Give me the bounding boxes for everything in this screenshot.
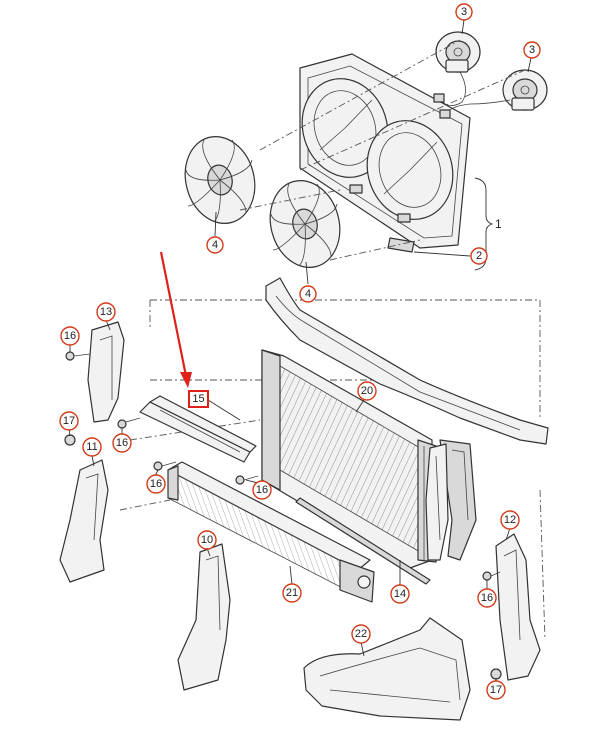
callout-13: 13	[96, 302, 116, 322]
svg-text:4: 4	[212, 239, 218, 251]
air-guide-13	[87, 321, 125, 423]
bracket-right	[425, 443, 449, 561]
callout-15-highlighted: 15	[188, 390, 209, 408]
svg-text:17: 17	[63, 415, 75, 427]
svg-text:16: 16	[116, 437, 128, 449]
fan-right	[269, 179, 341, 269]
air-guide-12	[495, 533, 541, 681]
nut-17-a	[64, 434, 76, 446]
air-guide-11	[59, 459, 109, 583]
svg-text:22: 22	[355, 628, 367, 640]
charge-air-cooler	[167, 461, 375, 603]
callout-2: 2	[470, 247, 488, 265]
fan-shroud	[299, 53, 471, 249]
callout-3-top: 3	[455, 3, 473, 21]
callout-16-b: 16	[112, 433, 132, 453]
callout-10: 10	[197, 530, 217, 550]
fasteners	[64, 351, 502, 680]
callout-17-b: 17	[486, 680, 506, 700]
fan-left	[184, 135, 256, 225]
svg-text:16: 16	[150, 478, 162, 490]
fan-motor-right	[439, 69, 548, 119]
callout-16-a: 16	[60, 326, 80, 346]
svg-text:4: 4	[305, 288, 311, 300]
svg-text:17: 17	[490, 684, 502, 696]
highlight-arrow	[159, 251, 192, 388]
callout-21: 21	[282, 583, 302, 603]
svg-text:16: 16	[64, 330, 76, 342]
callout-16-e: 16	[477, 588, 497, 608]
callout-12: 12	[500, 510, 520, 530]
callout-4-right: 4	[299, 285, 317, 303]
bolt-16-c	[153, 461, 177, 471]
svg-text:10: 10	[201, 534, 213, 546]
lower-cover	[303, 617, 471, 721]
callout-4-left: 4	[206, 236, 224, 254]
svg-text:3: 3	[461, 6, 467, 18]
callout-17-a: 17	[59, 411, 79, 431]
callout-14: 14	[390, 584, 410, 604]
callout-3-right: 3	[523, 41, 541, 59]
seal	[387, 237, 415, 253]
svg-text:2: 2	[476, 250, 482, 262]
bolt-16-d	[235, 475, 259, 485]
callout-1: 1	[495, 217, 502, 231]
svg-text:16: 16	[481, 592, 493, 604]
nut-17-b	[490, 668, 502, 680]
callout-20: 20	[357, 381, 377, 401]
svg-text:15: 15	[192, 393, 204, 405]
callout-16-d: 16	[252, 480, 272, 500]
callout-16-c: 16	[146, 474, 166, 494]
bolt-16-a	[65, 351, 91, 361]
svg-text:12: 12	[504, 514, 516, 526]
svg-text:14: 14	[394, 588, 406, 600]
svg-text:20: 20	[361, 385, 373, 397]
svg-text:3: 3	[529, 44, 535, 56]
strip	[295, 497, 431, 585]
callout-11: 11	[82, 437, 102, 457]
svg-text:11: 11	[86, 441, 97, 453]
svg-text:16: 16	[256, 484, 268, 496]
svg-text:13: 13	[100, 306, 112, 318]
callout-22: 22	[351, 624, 371, 644]
assembly-bracket	[474, 177, 494, 271]
highlighted-part	[139, 395, 257, 463]
lock-carrier	[265, 277, 549, 561]
fan-motor-upper	[433, 31, 481, 106]
svg-text:21: 21	[286, 587, 298, 599]
air-guide-10	[177, 543, 231, 691]
bolt-16-b	[117, 417, 141, 429]
